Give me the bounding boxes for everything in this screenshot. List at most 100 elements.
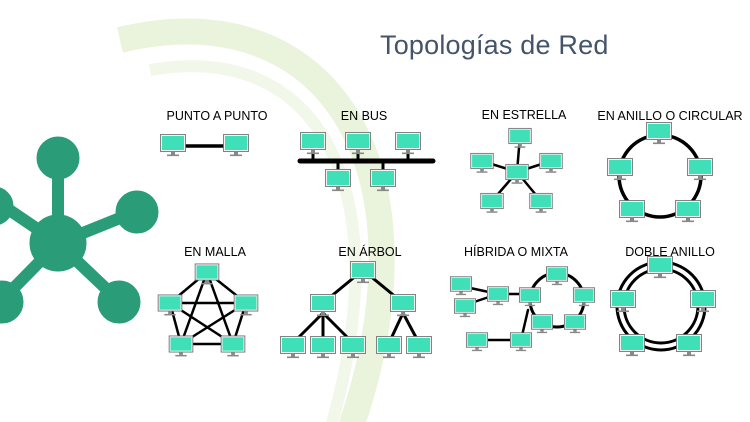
monitor-base (317, 356, 329, 359)
monitor-base (476, 171, 488, 173)
monitor-base (492, 303, 504, 306)
monitor-neck (321, 311, 325, 315)
monitor-neck (475, 347, 479, 350)
monitor-base (524, 304, 536, 307)
monitor-neck (234, 151, 238, 155)
monitor-neck (686, 217, 690, 221)
computer-icon (610, 290, 636, 313)
monitor-base (626, 220, 638, 223)
computer-icon (280, 336, 306, 359)
monitor-base (167, 154, 179, 157)
monitor-neck (490, 208, 494, 212)
monitor-screen (510, 129, 530, 143)
monitor-neck (698, 175, 702, 179)
monitor-base (694, 178, 706, 181)
monitor-base (578, 304, 590, 307)
computer-icon (690, 290, 716, 313)
monitor-neck (321, 353, 325, 357)
monitor-neck (618, 175, 622, 179)
monitor-neck (701, 307, 705, 311)
monitor-screen (312, 338, 334, 352)
monitor-base (511, 182, 523, 184)
monitor-screen (649, 258, 671, 272)
monitor-neck (351, 353, 355, 357)
monitor-screen (692, 292, 714, 306)
computer-icon (310, 336, 336, 359)
monitor-base (164, 313, 176, 316)
monitor-screen (222, 337, 244, 351)
monitor-screen (302, 134, 324, 148)
computer-icon (370, 169, 396, 192)
label-anillo: EN ANILLO O CIRCULAR (597, 109, 743, 123)
monitor-neck (539, 208, 543, 212)
computer-icon (453, 298, 477, 318)
computer-icon (160, 134, 186, 157)
monitor-neck (205, 280, 209, 283)
monitor-neck (658, 273, 662, 277)
monitor-base (357, 281, 369, 284)
monitor-neck (496, 301, 500, 304)
label-hibrida: HÍBRIDA O MIXTA (464, 245, 568, 259)
monitor-neck (630, 217, 634, 221)
label-doble-anillo: DOBLE ANILLO (625, 245, 715, 259)
monitor-screen (408, 338, 430, 352)
monitor-screen (574, 289, 594, 301)
monitor-screen (677, 202, 699, 216)
computer-icon (345, 132, 371, 155)
monitor-neck (555, 281, 559, 284)
monitor-base (201, 282, 213, 285)
computer-icon (470, 152, 494, 173)
monitor-base (317, 314, 329, 317)
monitor-screen (648, 124, 670, 138)
computer-icon (545, 266, 569, 286)
monitor-screen (511, 334, 531, 346)
monitor-base (377, 189, 389, 192)
monitor-screen (225, 136, 247, 150)
monitor-base (455, 293, 467, 296)
computer-icon (406, 336, 432, 359)
monitor-base (614, 178, 626, 181)
monitor-screen (451, 278, 471, 290)
monitor-base (347, 356, 359, 359)
monitor-screen (547, 268, 567, 280)
monitor-base (332, 189, 344, 192)
monitor-screen (621, 336, 643, 350)
monitor-screen (282, 338, 304, 352)
computer-icon (508, 127, 532, 148)
monitor-base (697, 310, 709, 313)
monitor-screen (455, 300, 475, 312)
monitor-neck (459, 291, 463, 294)
computer-icon (647, 256, 673, 279)
monitor-neck (582, 302, 586, 305)
monitor-screen (507, 165, 527, 179)
label-malla: EN MALLA (184, 245, 246, 259)
monitor-screen (472, 154, 492, 168)
monitor-neck (630, 351, 634, 355)
monitor-base (287, 356, 299, 359)
monitor-screen (312, 296, 334, 310)
monitor-base (459, 315, 471, 318)
monitor-base (545, 171, 557, 173)
slide-title: Topologías de Red (380, 30, 609, 60)
computer-icon (687, 158, 713, 181)
computer-icon (157, 294, 183, 316)
monitor-screen (565, 316, 585, 328)
monitor-neck (540, 329, 544, 332)
monitor-neck (687, 351, 691, 355)
computer-icon (676, 334, 702, 357)
computer-icon (619, 200, 645, 223)
monitor-screen (196, 265, 218, 279)
monitor-screen (159, 296, 181, 310)
monitor-base (471, 349, 483, 352)
monitor-screen (488, 288, 508, 300)
monitor-base (569, 331, 581, 334)
monitor-neck (417, 353, 421, 357)
monitor-screen (609, 160, 631, 174)
monitor-neck (231, 352, 235, 355)
monitor-screen (378, 338, 400, 352)
computer-icon (563, 314, 587, 334)
computer-icon (509, 332, 533, 352)
monitor-base (397, 314, 409, 317)
